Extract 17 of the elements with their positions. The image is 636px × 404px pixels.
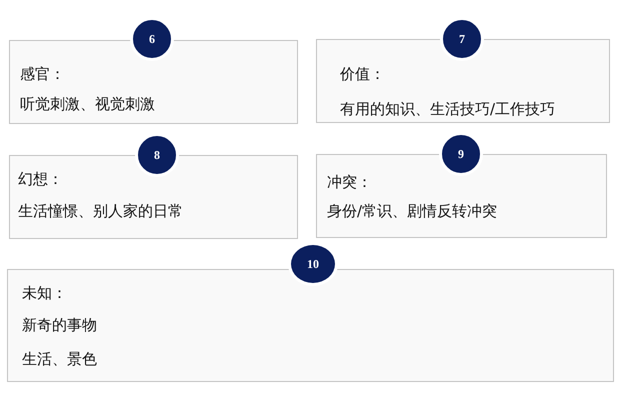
card-text: 生活憧憬、别人家的日常: [18, 201, 183, 221]
number-badge: 7: [440, 17, 484, 61]
number-badge: 8: [135, 133, 179, 177]
card-heading: 冲突：: [327, 172, 372, 192]
card-text: 新奇的事物: [22, 315, 97, 335]
card-heading: 未知：: [22, 283, 67, 303]
card-text: 听觉刺激、视觉刺激: [20, 94, 155, 114]
card-heading: 感官：: [20, 64, 65, 84]
card-heading: 幻想：: [18, 169, 63, 189]
number-badge: 6: [130, 17, 174, 61]
text-card: [7, 269, 614, 382]
number-badge: 10: [288, 242, 338, 286]
number-badge: 9: [439, 132, 483, 176]
card-heading: 价值：: [340, 64, 385, 84]
card-text: 生活、景色: [22, 349, 97, 369]
card-text: 有用的知识、生活技巧/工作技巧: [340, 99, 556, 119]
card-text: 身份/常识、剧情反转冲突: [327, 201, 498, 221]
